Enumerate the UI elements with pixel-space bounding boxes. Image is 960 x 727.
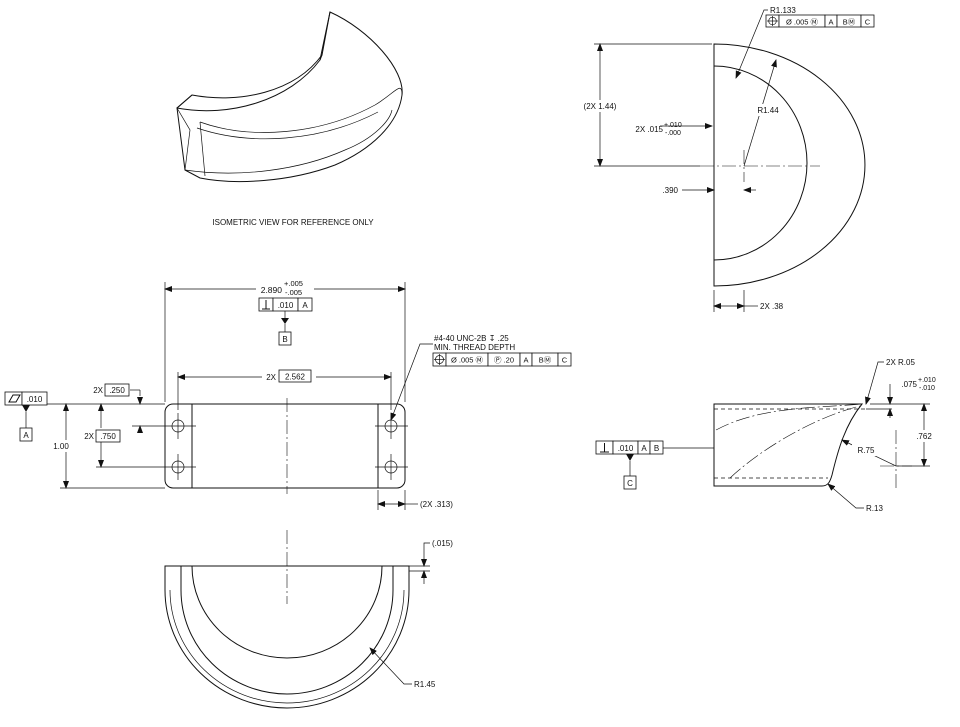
front-body-outline: [164, 403, 406, 489]
bottom-outer-edge: [164, 565, 410, 709]
ring-fcf-datum-c: C: [865, 18, 871, 27]
thread-fcf-datum-a: A: [523, 356, 528, 365]
side-perp-datum-2: B: [654, 444, 659, 453]
center-offset: .390: [662, 186, 678, 195]
step-tol-plus: +.010: [918, 377, 936, 384]
perpendicularity-control-frame: .010 A: [258, 297, 313, 312]
side-view: .075 +.010 -.010 2X R.05 .762 R.75 R.13 …: [595, 358, 936, 513]
half-height: (2X 1.44): [584, 102, 617, 111]
profile-outline: [713, 403, 864, 487]
thread-holes: [162, 413, 408, 480]
radius-small: R.13: [866, 504, 883, 513]
thread-position-frame: Ø .005 Ⓜ Ⓟ .20 A BⓂ C: [432, 352, 572, 367]
ring-position-frame: Ø .005 Ⓜ A BⓂ C: [765, 14, 875, 28]
radius-outer: R1.44: [757, 106, 779, 115]
thread-callout-1: #4-40 UNC-2B ↧ .25: [434, 334, 509, 343]
datum-b: B: [282, 335, 287, 344]
ring-outer-edge: [713, 43, 866, 287]
radius-inner: R1.133: [770, 6, 796, 15]
front-height: 1.00: [53, 442, 69, 451]
side-perp-tol: .010: [618, 444, 634, 453]
offset-prefix-value: 2X .015: [635, 125, 663, 134]
thread-fcf-datum-b: BⓂ: [539, 356, 552, 365]
perp-datum: A: [302, 301, 308, 310]
hole-spacing-prefix: 2X: [266, 373, 276, 382]
bottom-radius: R1.45: [414, 680, 436, 689]
bottom-offset: (.015): [432, 539, 453, 548]
radius-large: R.75: [858, 446, 875, 455]
overall-width: 2.890: [261, 285, 283, 295]
edge-radius: 2X R.05: [886, 358, 915, 367]
bottom-dim: 2X .38: [760, 302, 784, 311]
iso-caption: ISOMETRIC VIEW FOR REFERENCE ONLY: [212, 218, 374, 227]
overall-tol-plus: +.005: [284, 279, 303, 288]
hole-spacing: 2.562: [285, 373, 306, 382]
ring-fcf-datum-a: A: [828, 18, 833, 27]
thread-fcf-tol: Ø .005 Ⓜ: [451, 356, 484, 365]
ring-fcf-datum-b: BⓂ: [843, 18, 856, 27]
lower-hole-prefix: 2X: [84, 432, 94, 441]
flatness-control-frame: .010: [4, 391, 48, 406]
datum-a: A: [23, 431, 29, 440]
front-view: 2.890 +.005 -.005 .010 A B 2X 2.562: [4, 279, 572, 510]
step-value: .075: [901, 380, 917, 389]
flatness-tol: .010: [27, 395, 43, 404]
edge-dim: (2X .313): [420, 500, 453, 509]
lower-hole-dim: .750: [100, 432, 116, 441]
offset-tol-plus: +.010: [664, 122, 682, 129]
thread-callout-2: MIN. THREAD DEPTH: [434, 343, 515, 352]
top-hole-dim: .250: [109, 386, 125, 395]
thread-fcf-datum-c: C: [562, 356, 568, 365]
isometric-view: ISOMETRIC VIEW FOR REFERENCE ONLY: [176, 11, 403, 227]
side-perp-datum-1: A: [641, 444, 647, 453]
overall-tol-minus: -.005: [285, 288, 302, 297]
thread-fcf-projected: Ⓟ .20: [494, 356, 514, 365]
side-perp-frame: .010 A B: [595, 440, 664, 455]
ring-fcf-tol: Ø .005 Ⓜ: [786, 18, 819, 27]
side-height: .762: [916, 432, 932, 441]
top-right-view: (2X 1.44) 2X .015 +.010 -.000 .390 R1.44…: [578, 6, 875, 312]
perp-tol: .010: [278, 301, 294, 310]
bottom-view: (.015) R1.45: [164, 530, 453, 709]
top-hole-prefix: 2X: [93, 386, 103, 395]
datum-c: C: [627, 479, 633, 488]
step-tol-minus: -.010: [919, 385, 935, 392]
ring-inner-edge: [713, 65, 808, 261]
offset-tol-minus: -.000: [665, 130, 681, 137]
